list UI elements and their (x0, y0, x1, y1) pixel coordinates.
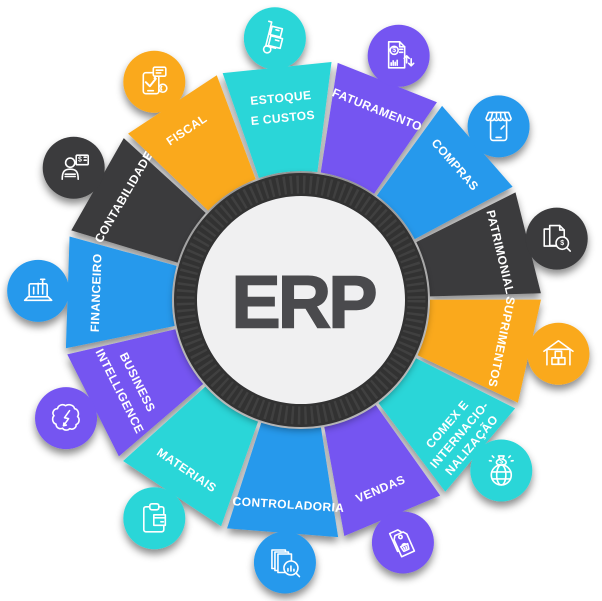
segment-patrimonial: PATRIMONIAL (416, 192, 588, 297)
segment-wedge (417, 299, 541, 403)
segment-compras: COMPRAS (376, 95, 530, 240)
segment-faturamento: FATURAMENTO (320, 24, 437, 194)
segment-label-line: CONTROLADORIA (232, 494, 345, 515)
segment-icon-bubble (42, 136, 105, 199)
segment-icon-bubble (470, 439, 533, 502)
ring-texture (176, 175, 426, 425)
segment-icon-bubble (467, 95, 530, 158)
segment-wedge (378, 358, 516, 492)
segment-wedge (65, 236, 177, 349)
segment-wedge (71, 138, 206, 263)
center-ring (174, 173, 428, 427)
segment-label-line: FINANCEIRO (88, 253, 105, 332)
segment-label-line: ESTOQUE (250, 88, 312, 108)
segment-wedge (320, 62, 437, 194)
segment-label-line: E CUSTOS (250, 108, 315, 128)
segment-wedge (123, 386, 259, 527)
center-hub: ERP (174, 173, 428, 427)
segment-wedge (67, 329, 204, 457)
segment-wedge (376, 105, 513, 240)
segment-label: FINANCEIRO (88, 253, 105, 332)
segment-label: CONTROLADORIA (232, 494, 345, 515)
segment-vendas: VENDAS (324, 405, 441, 574)
erp-title: ERP (231, 261, 375, 344)
segment-financeiro: FINANCEIRO (7, 236, 177, 349)
segment-wedge (128, 75, 256, 211)
segment-suprimentos: SUPRIMENTOS (417, 295, 590, 403)
segment-controladoria: CONTROLADORIA (227, 422, 345, 594)
segment-wedge (227, 422, 339, 538)
segment-icon-bubble (527, 322, 590, 385)
segment-materiais: MATERIAIS (123, 386, 259, 550)
segment-wedge (324, 405, 441, 537)
segment-contabilidade: CONTABILIDADE (42, 136, 206, 263)
segment-wedge (416, 192, 541, 297)
segment-fiscal: FISCAL (123, 50, 256, 211)
segment-wedge (222, 61, 332, 179)
segment-icon-bubble (367, 24, 430, 87)
segment-icon-bubble (243, 7, 306, 70)
